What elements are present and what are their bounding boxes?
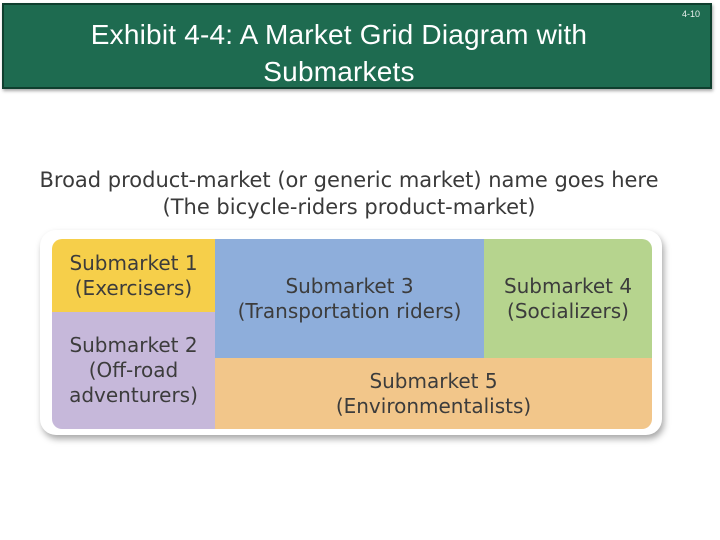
submarket-5-name: Submarket 5	[369, 368, 498, 393]
submarket-4-name: Submarket 4	[503, 273, 633, 298]
slide-title: Exhibit 4-4: A Market Grid Diagram with …	[14, 16, 664, 90]
submarket-5-cell: Submarket 5 (Environmentalists)	[215, 358, 652, 429]
submarket-4-segment: (Socializers)	[507, 298, 629, 323]
submarket-2-segment-line-1: (Off-road	[88, 358, 179, 382]
submarket-3-cell: Submarket 3 (Transportation riders)	[215, 239, 484, 358]
slide-title-line-2: Submarkets	[263, 56, 415, 87]
submarket-2-cell: Submarket 2 (Off-road adventurers)	[52, 312, 215, 429]
diagram-heading-line-2: (The bicycle-riders product-market)	[162, 195, 536, 219]
submarket-4-cell: Submarket 4 (Socializers)	[484, 239, 652, 358]
submarket-1-name: Submarket 1	[69, 250, 198, 275]
submarket-1-cell: Submarket 1 (Exercisers)	[52, 239, 215, 312]
title-bar: Exhibit 4-4: A Market Grid Diagram with …	[2, 3, 712, 89]
slide-title-line-1: Exhibit 4-4: A Market Grid Diagram with	[90, 19, 588, 50]
submarket-3-name: Submarket 3	[285, 273, 414, 298]
slide-number: 4-10	[681, 9, 700, 19]
submarket-2-segment-line-2: adventurers)	[69, 383, 198, 407]
diagram-heading: Broad product-market (or generic market)…	[24, 167, 674, 221]
submarket-3-segment: (Transportation riders)	[237, 298, 462, 323]
submarket-2-name: Submarket 2	[69, 333, 198, 357]
submarket-1-segment: (Exercisers)	[74, 275, 193, 300]
diagram-heading-line-1: Broad product-market (or generic market)…	[39, 168, 659, 192]
submarket-5-segment: (Environmentalists)	[335, 393, 532, 418]
